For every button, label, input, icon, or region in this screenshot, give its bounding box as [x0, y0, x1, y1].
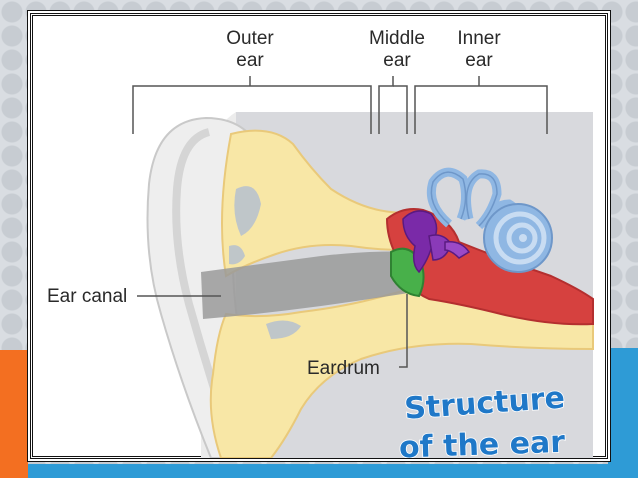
inner-ear-bracket — [414, 85, 548, 134]
outer-ear-bracket — [132, 85, 372, 134]
accent-bar-blue — [608, 348, 638, 478]
cartilage-small — [229, 245, 245, 265]
title-line1: Structure — [403, 381, 566, 427]
outer-ear-label-line1: Outer — [226, 28, 274, 49]
region-brackets — [132, 76, 548, 368]
ear-canal-label: Ear canal — [47, 286, 127, 307]
inner-ear-label-line2: ear — [465, 50, 493, 71]
middle-ear-label-line1: Middle — [369, 28, 425, 49]
accent-bar-blue-bottom — [28, 464, 638, 478]
cochlea-center — [519, 234, 527, 242]
lower-tissue — [209, 282, 594, 458]
outer-ear-label-line2: ear — [236, 50, 264, 71]
inner-ear-label-line1: Inner — [457, 28, 501, 49]
ear-structure-diagram: Outer ear Middle ear Inner ear Ear canal… — [47, 28, 594, 458]
accent-bar-orange — [0, 350, 28, 478]
eardrum-pointer — [399, 294, 408, 368]
ossicle-malleus — [402, 210, 438, 274]
pinna-fold — [172, 128, 223, 406]
eardrum-label: Eardrum — [307, 358, 380, 379]
title-line2: of the ear — [398, 425, 565, 458]
cartilage-lower — [266, 320, 301, 339]
semicircular-canals-outline — [430, 171, 498, 227]
cartilage-upper — [234, 186, 261, 236]
ear-canal — [201, 251, 415, 319]
ossicle-stapes — [444, 240, 471, 259]
middle-ear-bracket — [393, 85, 408, 134]
cochlea-turn-inner — [506, 222, 538, 254]
cochlea-turn-outer — [493, 211, 547, 265]
middle-ear-label-line2: ear — [383, 50, 411, 71]
